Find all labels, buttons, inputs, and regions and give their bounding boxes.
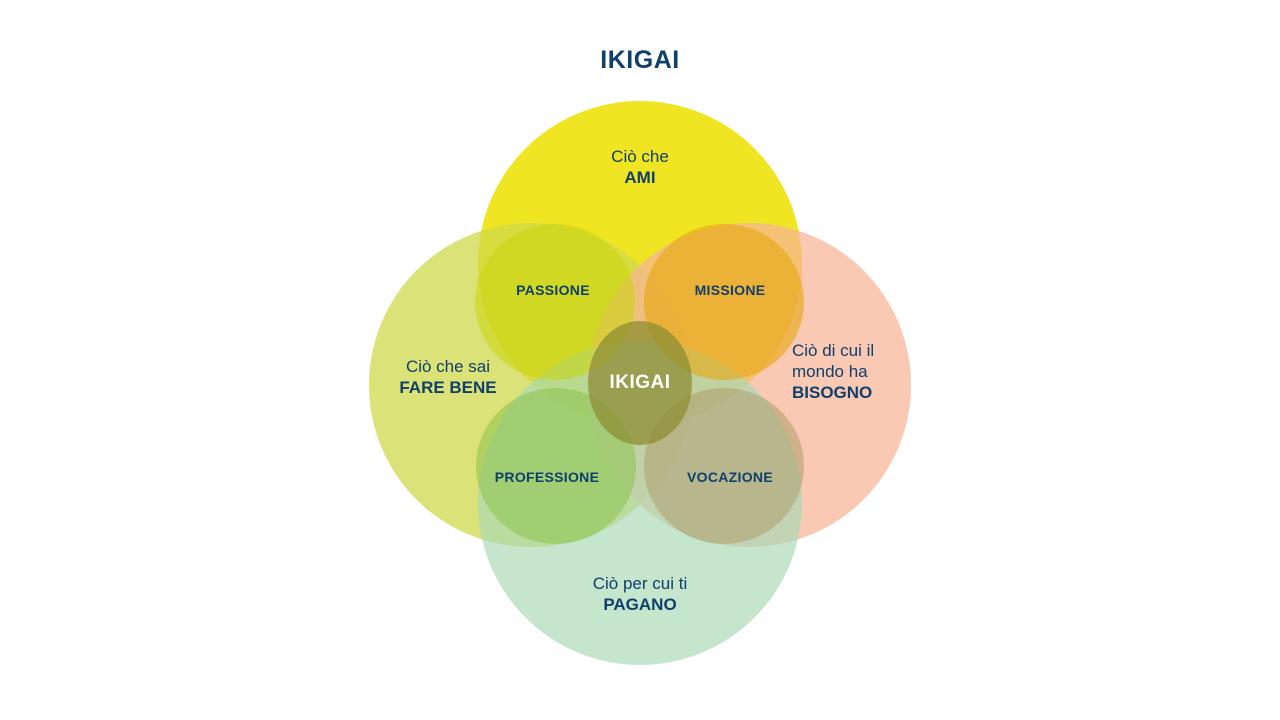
label-vocation: VOCAZIONE: [687, 469, 773, 485]
overlap-vocation: [644, 388, 804, 544]
paid-line1: Ciò per cui ti: [592, 574, 688, 593]
good-at-line1: Ciò che sai: [405, 357, 491, 376]
world-line1: Ciò di cui il: [792, 341, 875, 360]
love-bold: AMI: [624, 168, 656, 187]
paid-bold: PAGANO: [603, 595, 677, 614]
page-title: IKIGAI: [600, 46, 680, 74]
label-what-you-love: Ciò che AMI: [570, 146, 710, 188]
label-what-you-can-be-paid-for: Ciò per cui ti PAGANO: [560, 573, 720, 615]
label-what-you-are-good-at: Ciò che sai FARE BENE: [378, 356, 518, 398]
love-line1: Ciò che: [611, 147, 669, 166]
overlap-mission: [644, 224, 804, 380]
world-bold: BISOGNO: [792, 383, 873, 402]
label-ikigai-center: IKIGAI: [609, 372, 671, 393]
label-profession: PROFESSIONE: [494, 469, 600, 485]
good-at-bold: FARE BENE: [399, 378, 497, 397]
overlap-center: [588, 321, 692, 445]
overlap-passion: [475, 224, 635, 380]
label-mission: MISSIONE: [694, 282, 766, 298]
label-passion: PASSIONE: [516, 282, 590, 298]
label-what-the-world-needs: Ciò di cui il mondo ha BISOGNO: [792, 340, 912, 403]
overlap-profession: [476, 388, 636, 544]
world-line2: mondo ha: [792, 362, 868, 381]
